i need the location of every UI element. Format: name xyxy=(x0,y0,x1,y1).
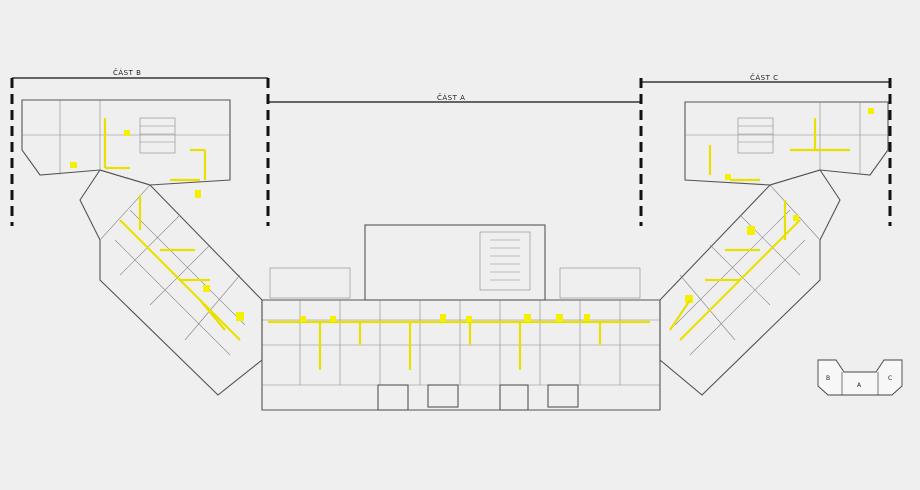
section-label-a: ČÁST A xyxy=(437,93,465,102)
key-plan-label-a: A xyxy=(857,382,862,389)
highlighted-routes xyxy=(70,108,874,370)
section-label-c: ČÁST C xyxy=(750,73,779,82)
central-room-partitions xyxy=(299,300,621,385)
key-plan-label-b: B xyxy=(826,375,830,382)
key-plan-label-c: C xyxy=(888,375,892,382)
section-label-b: ČÁST B xyxy=(113,68,141,77)
section-dimension-lines xyxy=(10,77,892,226)
building-walls xyxy=(21,99,889,411)
key-plan xyxy=(817,359,903,396)
